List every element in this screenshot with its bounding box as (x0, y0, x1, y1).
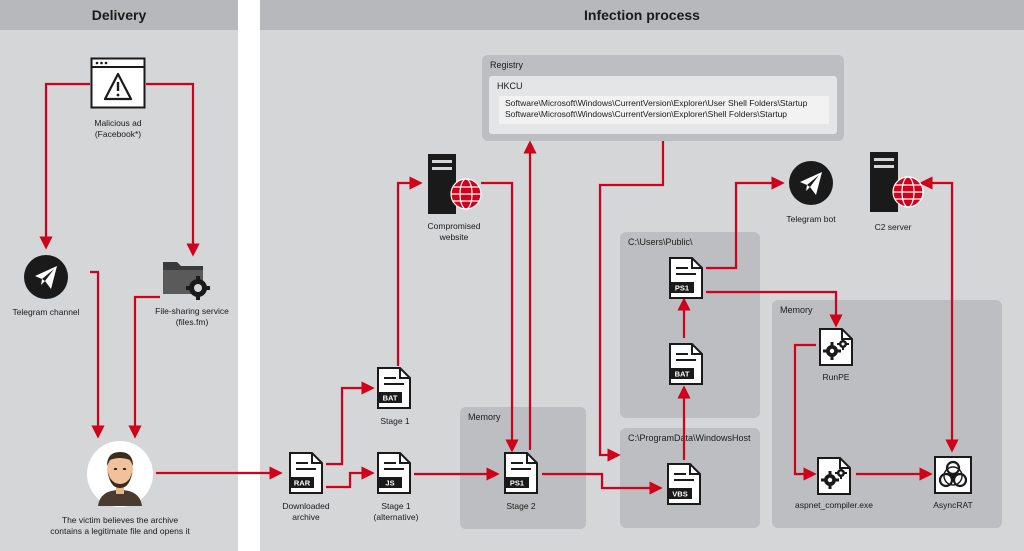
users-public-label: C:\Users\Public\ (628, 237, 693, 247)
asyncrat-label: AsyncRAT (933, 500, 973, 510)
malicious-ad-source: (Facebook*) (94, 129, 142, 139)
programdata-label: C:\ProgramData\WindowsHost (628, 433, 751, 443)
malicious-ad-text: Malicious ad (94, 118, 142, 128)
arrow-stage1-to-website (396, 176, 423, 366)
stage2-ps1-icon: PS1 (504, 452, 538, 494)
registry-label: Registry (490, 60, 524, 70)
arrow-archive-to-stage1 (326, 381, 375, 466)
public-bat-icon: BAT (669, 343, 703, 385)
arrow-ps1-to-bot (706, 176, 785, 270)
malicious-ad-icon (90, 57, 146, 109)
runpe-icon (819, 328, 853, 366)
downloaded-archive-text-1: Downloaded (282, 501, 330, 511)
arrow-ad-to-telegram (39, 82, 90, 250)
runpe-label: RunPE (822, 372, 850, 382)
telegram-channel-label: Telegram channel (12, 307, 80, 317)
stage1-bat-icon: BAT (377, 367, 411, 409)
file-sharing-text: File-sharing service (155, 306, 229, 316)
victim-text-2: contains a legitimate file and opens it (50, 526, 190, 536)
stage1-alt-text-1: Stage 1 (381, 501, 411, 511)
arrow-telegram-to-victim (90, 270, 105, 439)
arrow-filesharing-to-victim (128, 295, 160, 439)
arrow-registry-to-programdata (598, 141, 665, 462)
registry-path-2: Software\Microsoft\Windows\CurrentVersio… (505, 109, 788, 119)
public-ps1-icon: PS1 (669, 257, 703, 299)
aspnet-compiler-icon (817, 457, 851, 495)
victim-text-1: The victim believes the archive (61, 515, 179, 525)
stage1-label: Stage 1 (380, 416, 410, 426)
file-sharing-icon (163, 262, 210, 300)
telegram-channel-icon (24, 255, 68, 299)
vbs-tag: VBS (672, 490, 687, 499)
arrow-ad-to-filesharing (146, 82, 200, 257)
compromised-website-icon (428, 154, 482, 214)
registry-paths: Software\Microsoft\Windows\CurrentVersio… (499, 96, 829, 124)
c2-server-icon (870, 152, 924, 212)
arrow-stage2-to-vbs (542, 472, 663, 495)
delivery-title: Delivery (0, 0, 238, 30)
memory-label-payload: Memory (780, 305, 813, 315)
arrow-asyncrat-c2 (919, 176, 959, 453)
bat-tag-public: BAT (675, 370, 690, 379)
downloaded-archive-label: Downloaded archive (266, 501, 346, 523)
bat-tag-stage1: BAT (383, 394, 398, 403)
compromised-website-text-2: website (439, 232, 469, 242)
asyncrat-biohazard-icon (934, 456, 972, 494)
arrow-runpe-to-aspnet (793, 343, 817, 481)
ps1-tag-public: PS1 (675, 284, 689, 293)
arrow-ps1-to-runpe (706, 290, 843, 328)
ps1-tag-stage2: PS1 (510, 479, 524, 488)
hkcu-box: HKCU Software\Microsoft\Windows\CurrentV… (489, 76, 837, 134)
file-sharing-label: File-sharing service (files.fm) (140, 306, 244, 328)
malicious-ad-label: Malicious ad (Facebook*) (68, 118, 168, 140)
js-tag: JS (385, 479, 394, 488)
programdata-vbs-icon: VBS (667, 463, 701, 505)
rar-file-icon: RAR (289, 452, 323, 494)
registry-box: Registry HKCU Software\Microsoft\Windows… (482, 55, 844, 141)
victim-label: The victim believes the archive contains… (20, 515, 220, 537)
arrow-website-to-stage2 (481, 181, 519, 453)
compromised-website-label: Compromised website (404, 221, 504, 243)
telegram-bot-label: Telegram bot (786, 214, 836, 224)
memory-label-stage2: Memory (468, 412, 501, 422)
victim-avatar-icon (87, 441, 153, 507)
arrow-archive-to-stage1alt (326, 466, 375, 489)
registry-path-1: Software\Microsoft\Windows\CurrentVersio… (505, 98, 808, 108)
telegram-bot-icon (789, 161, 833, 205)
stage2-label: Stage 2 (506, 501, 536, 511)
stage1-alt-text-2: (alternative) (373, 512, 419, 522)
file-sharing-source: (files.fm) (175, 317, 209, 327)
stage1-alt-label: Stage 1 (alternative) (356, 501, 436, 523)
aspnet-compiler-label: aspnet_compiler.exe (795, 500, 873, 510)
hkcu-label: HKCU (497, 81, 523, 91)
c2-server-label: C2 server (874, 222, 912, 232)
infection-title: Infection process (260, 0, 1024, 30)
downloaded-archive-text-2: archive (292, 512, 320, 522)
rar-tag: RAR (294, 479, 311, 488)
stage1-js-icon: JS (377, 452, 411, 494)
compromised-website-text-1: Compromised (427, 221, 481, 231)
